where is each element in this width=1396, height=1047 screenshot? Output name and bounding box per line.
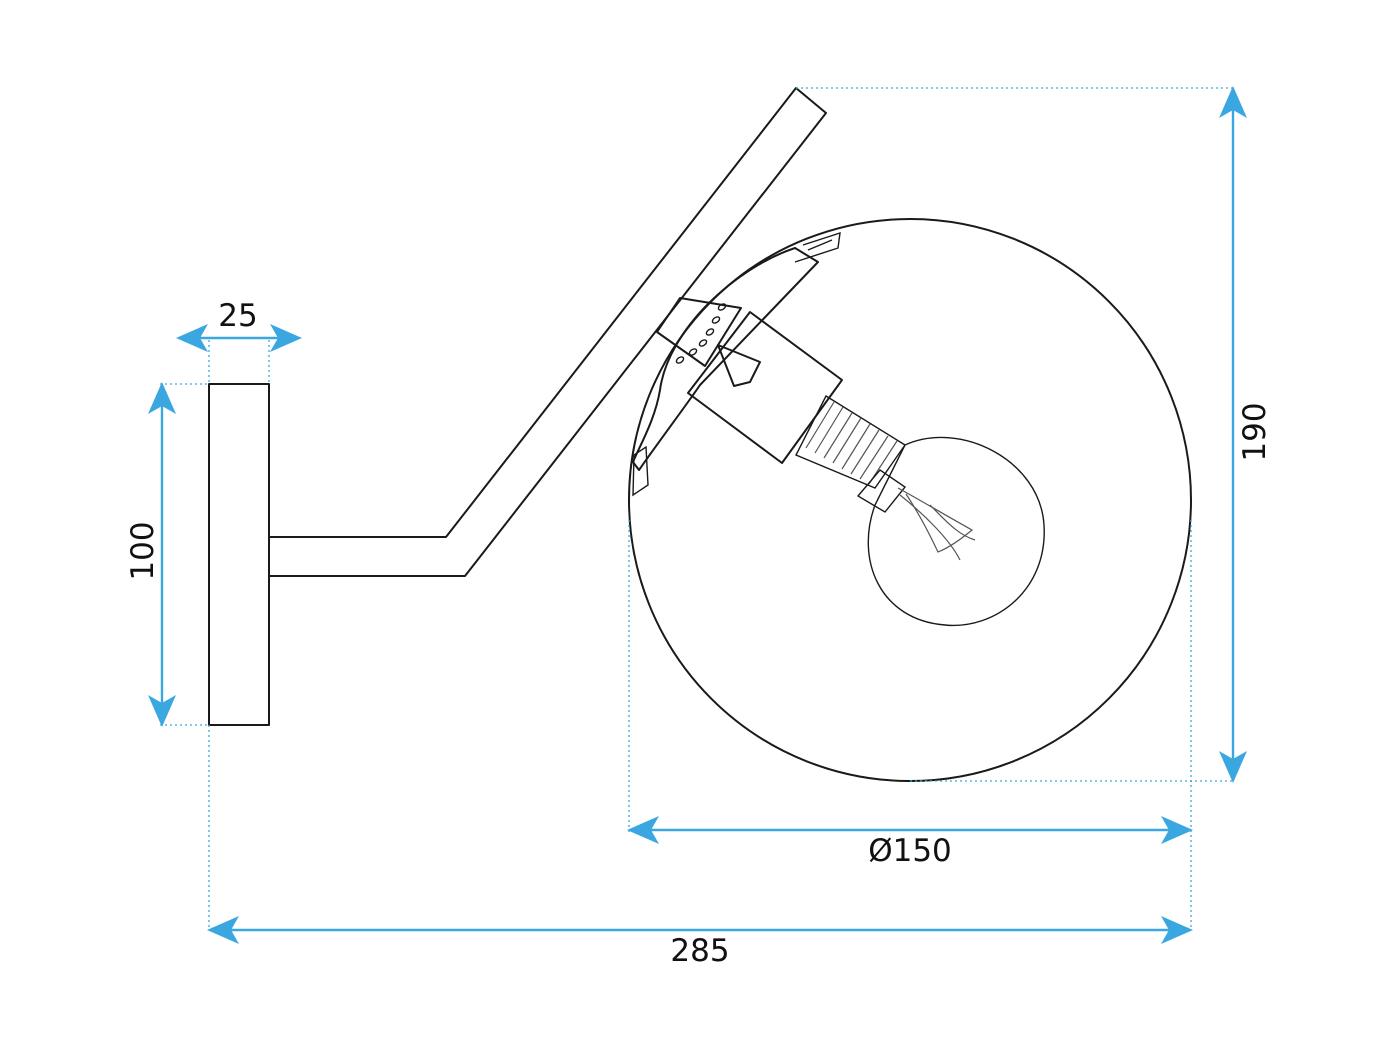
lamp-holder [632, 231, 1045, 627]
lamp-outline [208, 87, 1192, 782]
extension-lines [160, 87, 1233, 930]
globe-diameter-label: Ø150 [868, 833, 952, 869]
base-width-dimension [176, 324, 302, 352]
dimension-labels: 25 100 190 Ø150 285 [125, 298, 1273, 969]
base-height-dimension [148, 382, 176, 727]
total-length-label: 285 [670, 933, 729, 969]
dimension-lines [148, 86, 1247, 944]
base-height-label: 100 [125, 521, 161, 580]
wall-base-plate [208, 383, 270, 726]
total-height-label: 190 [1237, 402, 1273, 461]
base-width-label: 25 [218, 298, 257, 334]
total-length-dimension [207, 916, 1193, 944]
globe-diameter-dimension [627, 816, 1193, 844]
total-height-dimension [1219, 86, 1247, 783]
lamp-arm [268, 87, 827, 577]
